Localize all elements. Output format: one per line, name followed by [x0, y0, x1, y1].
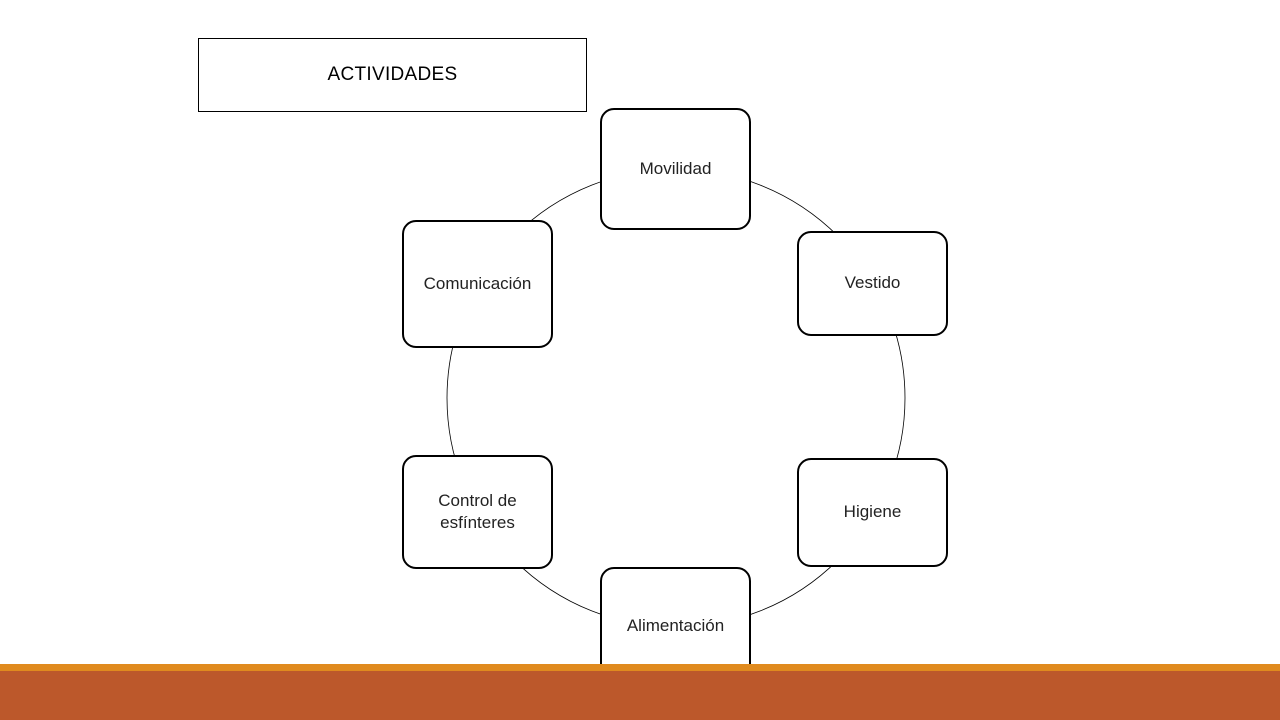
node-vestido: Vestido	[797, 231, 948, 336]
slide-title-box: ACTIVIDADES	[198, 38, 587, 112]
node-control-esfinteres-label: Control de esfínteres	[438, 490, 517, 532]
footer-bar	[0, 671, 1280, 720]
node-control-esfinteres: Control de esfínteres	[402, 455, 553, 569]
node-vestido-label: Vestido	[844, 273, 901, 293]
node-higiene-label: Higiene	[843, 502, 902, 522]
slide-title: ACTIVIDADES	[327, 64, 458, 85]
node-alimentacion-label: Alimentación	[626, 616, 725, 636]
node-comunicacion: Comunicación	[402, 220, 553, 348]
node-movilidad-label: Movilidad	[639, 158, 712, 178]
node-movilidad: Movilidad	[600, 108, 751, 230]
node-comunicacion-label: Comunicación	[423, 273, 532, 293]
footer-accent-stripe	[0, 664, 1280, 671]
node-higiene: Higiene	[797, 458, 948, 567]
